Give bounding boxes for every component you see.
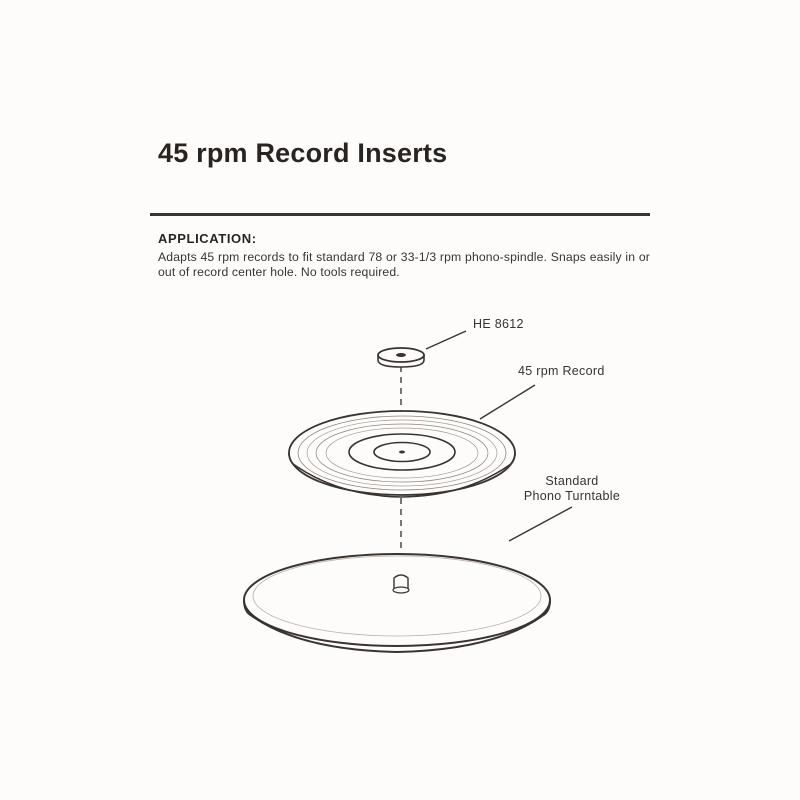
insert-illustration (377, 347, 425, 368)
turntable-label-line1: Standard (545, 474, 599, 488)
title-divider (150, 213, 650, 216)
spindle-illustration (392, 574, 410, 594)
record-illustration (288, 410, 516, 498)
application-heading: APPLICATION: (158, 231, 257, 246)
page-title: 45 rpm Record Inserts (158, 138, 448, 168)
application-text: Adapts 45 rpm records to fit standard 78… (158, 250, 650, 279)
turntable-label: Standard Phono Turntable (506, 474, 638, 504)
insert-leader-line (425, 330, 467, 350)
record-leader-line (479, 384, 536, 420)
turntable-label-line2: Phono Turntable (523, 489, 621, 503)
record-label: 45 rpm Record (518, 364, 605, 378)
turntable-illustration (243, 553, 551, 654)
turntable-leader-line (508, 506, 573, 542)
insert-label: HE 8612 (473, 317, 524, 331)
